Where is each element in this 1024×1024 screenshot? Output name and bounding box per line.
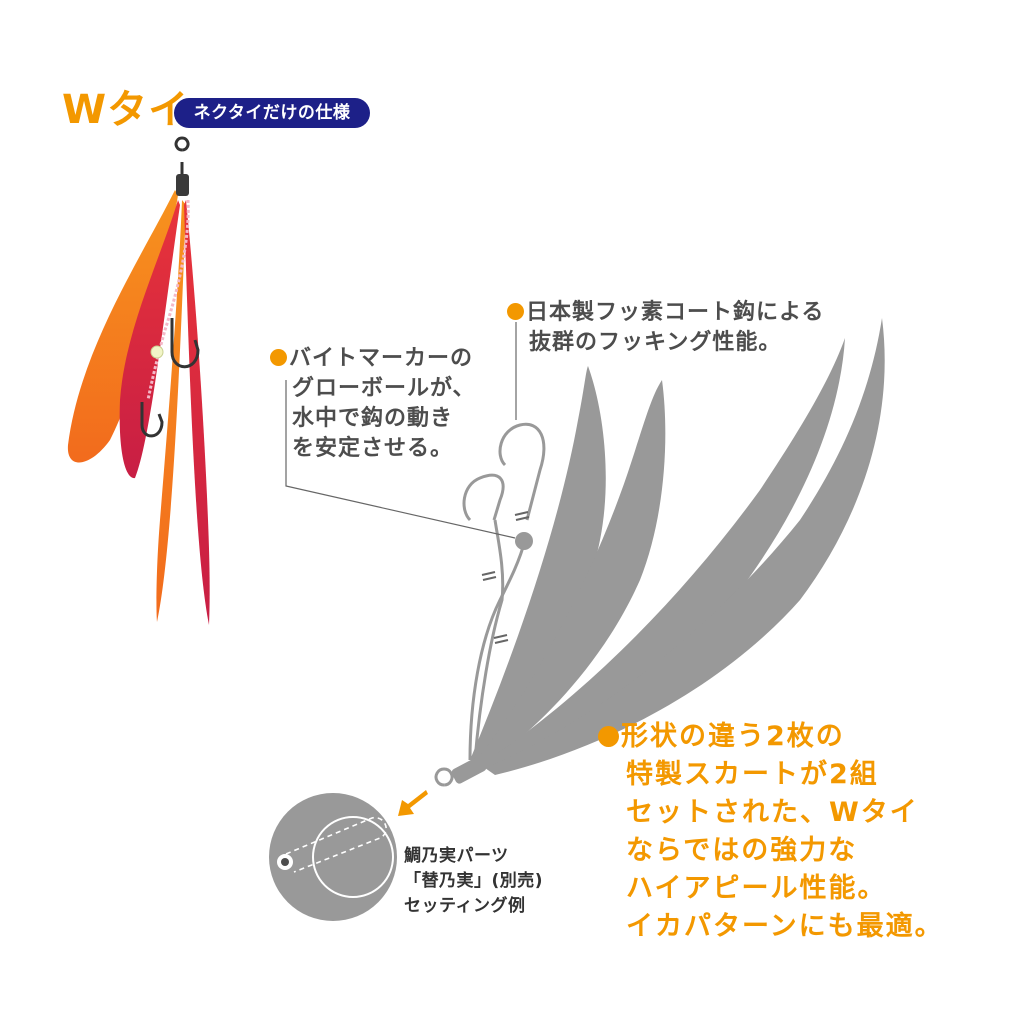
leader-lines [285,322,517,539]
photo-leader [146,199,190,401]
bullet-dot-icon [507,303,524,320]
beads-channel [285,816,387,873]
beads-ball [269,793,397,921]
diagram-wraps [481,511,530,644]
diagram-skirt-4 [485,318,885,775]
diagram-swivel-ring [434,767,454,787]
beads-part-diagram [269,793,397,921]
callout-skirt: 形状の違う2枚の 特製スカートが2組 セットされた、Wタイ ならではの強力な ハ… [598,718,944,946]
skirt-red-mid [119,200,180,479]
diagram-skirt-2 [475,380,666,765]
diagram-leader-2 [473,519,505,761]
bullet-dot-icon [270,349,287,366]
callout-bite-marker: バイトマーカーの グローボールが、 水中で鈎の動き を安定させる。 [270,344,476,464]
skirt-red-long [184,200,210,625]
bullet-dot-icon [598,726,619,747]
diagram-glow-ball [515,532,533,550]
setting-note: 鯛乃実パーツ 「替乃実」(別売) セッティング例 [404,846,544,916]
diagram-hook-large [498,422,546,521]
skirt-orange-long [156,200,186,622]
callout-hook: 日本製フッ素コート鈎による 抜群のフッキング性能。 [507,298,824,358]
photo-hook-2 [140,402,164,438]
rigging-diagram [434,422,546,787]
diagram-swivel-body [451,756,487,784]
beads-inner-ring [312,816,394,898]
swivel-body [176,174,189,196]
spec-badge: ネクタイだけの仕様 [174,98,370,128]
orange-arrow-icon [398,790,428,816]
leader-line-bite-marker [285,380,516,539]
beads-hole-core [281,858,289,866]
diagram-leader-1 [468,539,527,761]
product-title: Wタイ [62,87,190,133]
diagram-skirt-1 [470,366,606,760]
product-photo [67,136,210,625]
skirt-diagram [470,318,885,775]
glow-ball [150,345,164,359]
swivel [174,136,190,178]
skirt-orange-left [67,190,178,463]
photo-hook-1 [170,318,200,369]
diagram-hook-small [462,473,505,522]
